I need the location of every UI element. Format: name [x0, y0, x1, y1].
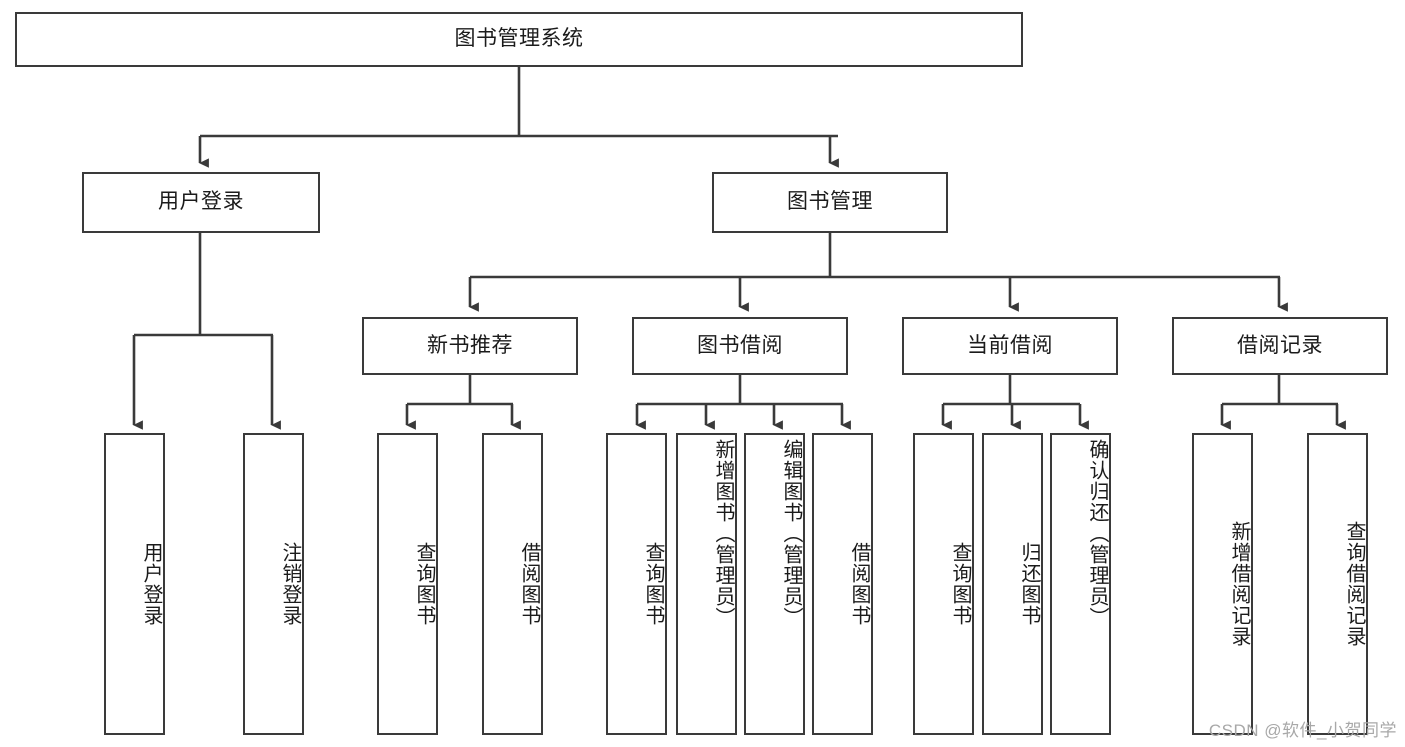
node-leaf-logout[interactable]: 注销登录	[243, 433, 304, 735]
node-current-borrow[interactable]: 当前借阅	[902, 317, 1118, 375]
node-leaf-return-book-label: 归还图书	[1018, 542, 1040, 626]
node-leaf-edit-book-label: 编辑图书（管理员）	[780, 439, 802, 628]
node-leaf-borrow-book-a-label: 借阅图书	[518, 542, 540, 626]
node-user-login-label: 用户登录	[158, 190, 244, 214]
node-leaf-query-book-b-label: 查询图书	[642, 542, 664, 626]
node-leaf-user-login[interactable]: 用户登录	[104, 433, 165, 735]
node-leaf-borrow-book-b-label: 借阅图书	[848, 542, 870, 626]
node-current-borrow-label: 当前借阅	[967, 333, 1053, 357]
node-leaf-confirm-return[interactable]: 确认归还（管理员）	[1050, 433, 1111, 735]
node-leaf-user-login-label: 用户登录	[140, 542, 162, 626]
node-leaf-add-record[interactable]: 新增借阅记录	[1192, 433, 1253, 735]
node-leaf-confirm-return-label: 确认归还（管理员）	[1086, 439, 1108, 628]
node-leaf-query-book-c[interactable]: 查询图书	[913, 433, 974, 735]
node-borrow-record-label: 借阅记录	[1237, 333, 1323, 357]
node-leaf-query-book-a-label: 查询图书	[413, 542, 435, 626]
node-leaf-query-book-b[interactable]: 查询图书	[606, 433, 667, 735]
node-leaf-borrow-book-a[interactable]: 借阅图书	[482, 433, 543, 735]
node-leaf-borrow-book-b[interactable]: 借阅图书	[812, 433, 873, 735]
node-book-borrow-label: 图书借阅	[697, 333, 783, 357]
node-book-manage-label: 图书管理	[787, 190, 873, 214]
node-new-book-recommend-label: 新书推荐	[427, 333, 513, 357]
node-leaf-add-book-label: 新增图书（管理员）	[712, 439, 734, 628]
node-leaf-logout-label: 注销登录	[279, 542, 301, 626]
node-book-manage[interactable]: 图书管理	[712, 172, 948, 233]
node-leaf-edit-book[interactable]: 编辑图书（管理员）	[744, 433, 805, 735]
node-root[interactable]: 图书管理系统	[15, 12, 1023, 67]
node-root-label: 图书管理系统	[454, 27, 584, 51]
node-borrow-record[interactable]: 借阅记录	[1172, 317, 1388, 375]
node-leaf-add-record-label: 新增借阅记录	[1228, 521, 1250, 647]
node-book-borrow[interactable]: 图书借阅	[632, 317, 848, 375]
node-leaf-add-book[interactable]: 新增图书（管理员）	[676, 433, 737, 735]
node-leaf-query-record[interactable]: 查询借阅记录	[1307, 433, 1368, 735]
node-user-login[interactable]: 用户登录	[82, 172, 320, 233]
node-new-book-recommend[interactable]: 新书推荐	[362, 317, 578, 375]
node-leaf-query-record-label: 查询借阅记录	[1343, 521, 1365, 647]
csdn-watermark: CSDN @软件_小贺同学	[1208, 721, 1397, 740]
node-leaf-query-book-a[interactable]: 查询图书	[377, 433, 438, 735]
node-leaf-return-book[interactable]: 归还图书	[982, 433, 1043, 735]
node-leaf-query-book-c-label: 查询图书	[949, 542, 971, 626]
